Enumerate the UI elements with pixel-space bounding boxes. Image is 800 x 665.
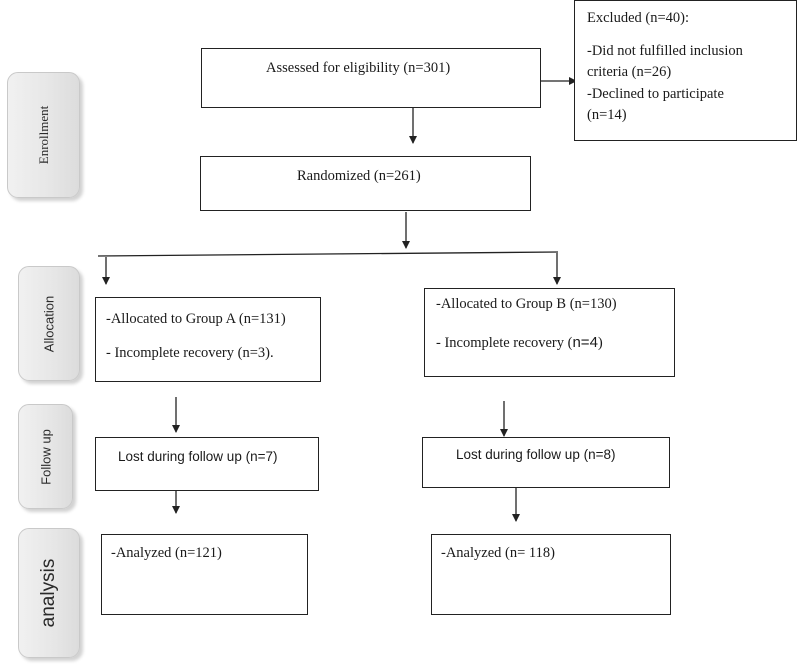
stage-allocation: Allocation <box>18 266 80 381</box>
group-b-allocated: -Allocated to Group B (n=130) <box>436 296 617 312</box>
box-group-b: -Allocated to Group B (n=130) - Incomple… <box>424 288 675 377</box>
group-a-incomplete: - Incomplete recovery (n=3). <box>106 345 274 361</box>
group-a-allocated: -Allocated to Group A (n=131) <box>106 311 286 327</box>
group-b-incomplete-prefix: - Incomplete recovery ( <box>436 335 573 351</box>
excluded-title: Excluded (n=40): <box>587 10 689 26</box>
box-lost-b: Lost during follow up (n=8) <box>422 437 670 488</box>
stage-analysis: analysis <box>18 528 80 658</box>
excluded-line-3: -Declined to participate <box>587 86 724 102</box>
excluded-line-4: (n=14) <box>587 107 627 123</box>
lost-b-text: Lost during follow up (n=8) <box>456 447 616 462</box>
analyzed-a-text: -Analyzed (n=121) <box>111 545 222 561</box>
box-assessed: Assessed for eligibility (n=301) <box>201 48 541 108</box>
assessed-text: Assessed for eligibility (n=301) <box>266 60 451 76</box>
lost-a-text: Lost during follow up (n=7) <box>118 449 278 464</box>
excluded-line-2: criteria (n=26) <box>587 64 672 80</box>
box-randomized: Randomized (n=261) <box>200 156 531 211</box>
stage-follow-up: Follow up <box>18 404 73 509</box>
group-b-incomplete-count: n=4 <box>572 334 598 351</box>
box-analyzed-a: -Analyzed (n=121) <box>101 534 308 615</box>
stage-enrollment: Enrollment <box>7 72 80 198</box>
randomized-text: Randomized (n=261) <box>297 168 421 184</box>
split-line <box>97 251 559 257</box>
box-lost-a: Lost during follow up (n=7) <box>95 437 319 491</box>
analyzed-b-text: -Analyzed (n= 118) <box>441 545 555 561</box>
box-excluded: Excluded (n=40): -Did not fulfilled incl… <box>574 0 797 141</box>
group-b-incomplete: - Incomplete recovery (n=4) <box>436 333 603 353</box>
box-group-a: -Allocated to Group A (n=131) - Incomple… <box>95 297 321 382</box>
group-b-incomplete-suffix: ) <box>597 335 603 351</box>
excluded-line-1: -Did not fulfilled inclusion <box>587 43 743 59</box>
box-analyzed-b: -Analyzed (n= 118) <box>431 534 671 615</box>
